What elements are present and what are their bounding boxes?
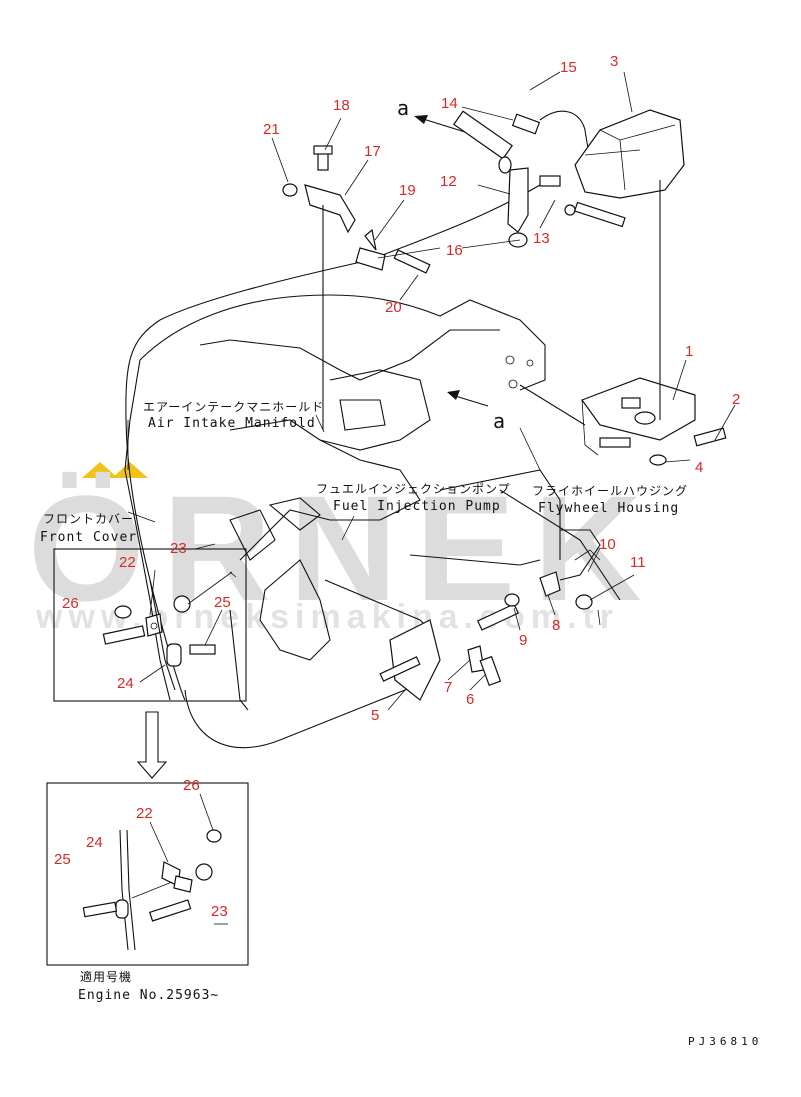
label-fuel-pump-jp: フュエルインジェクションポンプ <box>316 482 511 496</box>
label-flywheel-en: Flywheel Housing <box>538 501 679 516</box>
callout-14: 14 <box>441 95 458 112</box>
inset-box <box>53 543 247 702</box>
detail-callout-23: 23 <box>211 903 228 920</box>
leader-lines <box>271 71 736 711</box>
inset-callout-26: 26 <box>62 595 79 612</box>
inset-callout-22: 22 <box>119 554 136 571</box>
footer-labels: 適用号機 Engine No.25963~ PJ36810 <box>78 969 762 1048</box>
callout-1: 1 <box>685 343 693 360</box>
applicable-label-jp: 適用号機 <box>80 969 132 984</box>
inset-callout-24: 24 <box>117 675 134 692</box>
down-arrow <box>136 711 168 779</box>
callout-3: 3 <box>610 53 618 70</box>
callout-17: 17 <box>364 143 381 160</box>
callout-15: 15 <box>560 59 577 76</box>
reference-a-mid: a <box>493 409 505 433</box>
motor <box>574 109 685 199</box>
callout-21: 21 <box>263 121 280 138</box>
watermark-accent <box>112 462 148 478</box>
callout-11: 11 <box>630 554 646 571</box>
reference-arrows: a a <box>397 96 505 433</box>
callout-6: 6 <box>466 691 474 708</box>
callout-16: 16 <box>446 242 463 259</box>
label-flywheel-jp: フライホイールハウジング <box>532 484 688 498</box>
pump-lever-assembly <box>379 549 601 701</box>
callouts-main: 1 2 3 4 5 6 7 8 9 10 11 12 13 14 15 16 1… <box>263 53 740 724</box>
callouts-detail: 22 23 24 25 26 <box>54 777 228 920</box>
label-front-cover-jp: フロントカバー <box>43 512 134 526</box>
callout-19: 19 <box>399 182 416 199</box>
watermark: ÖRNEK www.orneksimakina.com.tr <box>28 462 660 636</box>
callout-10: 10 <box>599 536 616 553</box>
detail-callout-24: 24 <box>86 834 103 851</box>
top-bracket-assembly <box>453 110 626 248</box>
watermark-brand: ÖRNEK <box>28 464 660 632</box>
callout-4: 4 <box>695 459 703 476</box>
drawing-code: PJ36810 <box>688 1035 762 1048</box>
callout-5: 5 <box>371 707 379 724</box>
reference-a-top: a <box>397 96 409 120</box>
callout-12: 12 <box>440 173 457 190</box>
engine-outline <box>124 294 621 749</box>
component-labels: エアーインテークマニホールド Air Intake Manifold フュエルイ… <box>40 400 688 545</box>
callout-20: 20 <box>385 299 402 316</box>
callout-2: 2 <box>732 391 740 408</box>
callout-13: 13 <box>533 230 550 247</box>
detail-box <box>46 782 249 966</box>
label-air-intake-jp: エアーインテークマニホールド <box>143 400 324 414</box>
inset-callout-25: 25 <box>214 594 231 611</box>
engine-number-label: Engine No.25963~ <box>78 988 219 1003</box>
left-bracket-assembly <box>282 145 431 430</box>
callout-9: 9 <box>519 632 527 649</box>
label-front-cover-en: Front Cover <box>40 530 137 545</box>
label-fuel-pump-en: Fuel Injection Pump <box>333 499 501 514</box>
detail-callout-25: 25 <box>54 851 71 868</box>
callout-7: 7 <box>444 679 452 696</box>
callout-8: 8 <box>552 617 560 634</box>
inset-callout-23: 23 <box>170 540 187 557</box>
detail-callout-22: 22 <box>136 805 153 822</box>
detail-callout-26: 26 <box>183 777 200 794</box>
mount-bracket <box>519 180 727 466</box>
callouts-inset: 22 23 24 25 26 <box>62 540 231 692</box>
callout-18: 18 <box>333 97 350 114</box>
label-air-intake-en: Air Intake Manifold <box>148 416 316 431</box>
watermark-accent <box>82 462 118 478</box>
